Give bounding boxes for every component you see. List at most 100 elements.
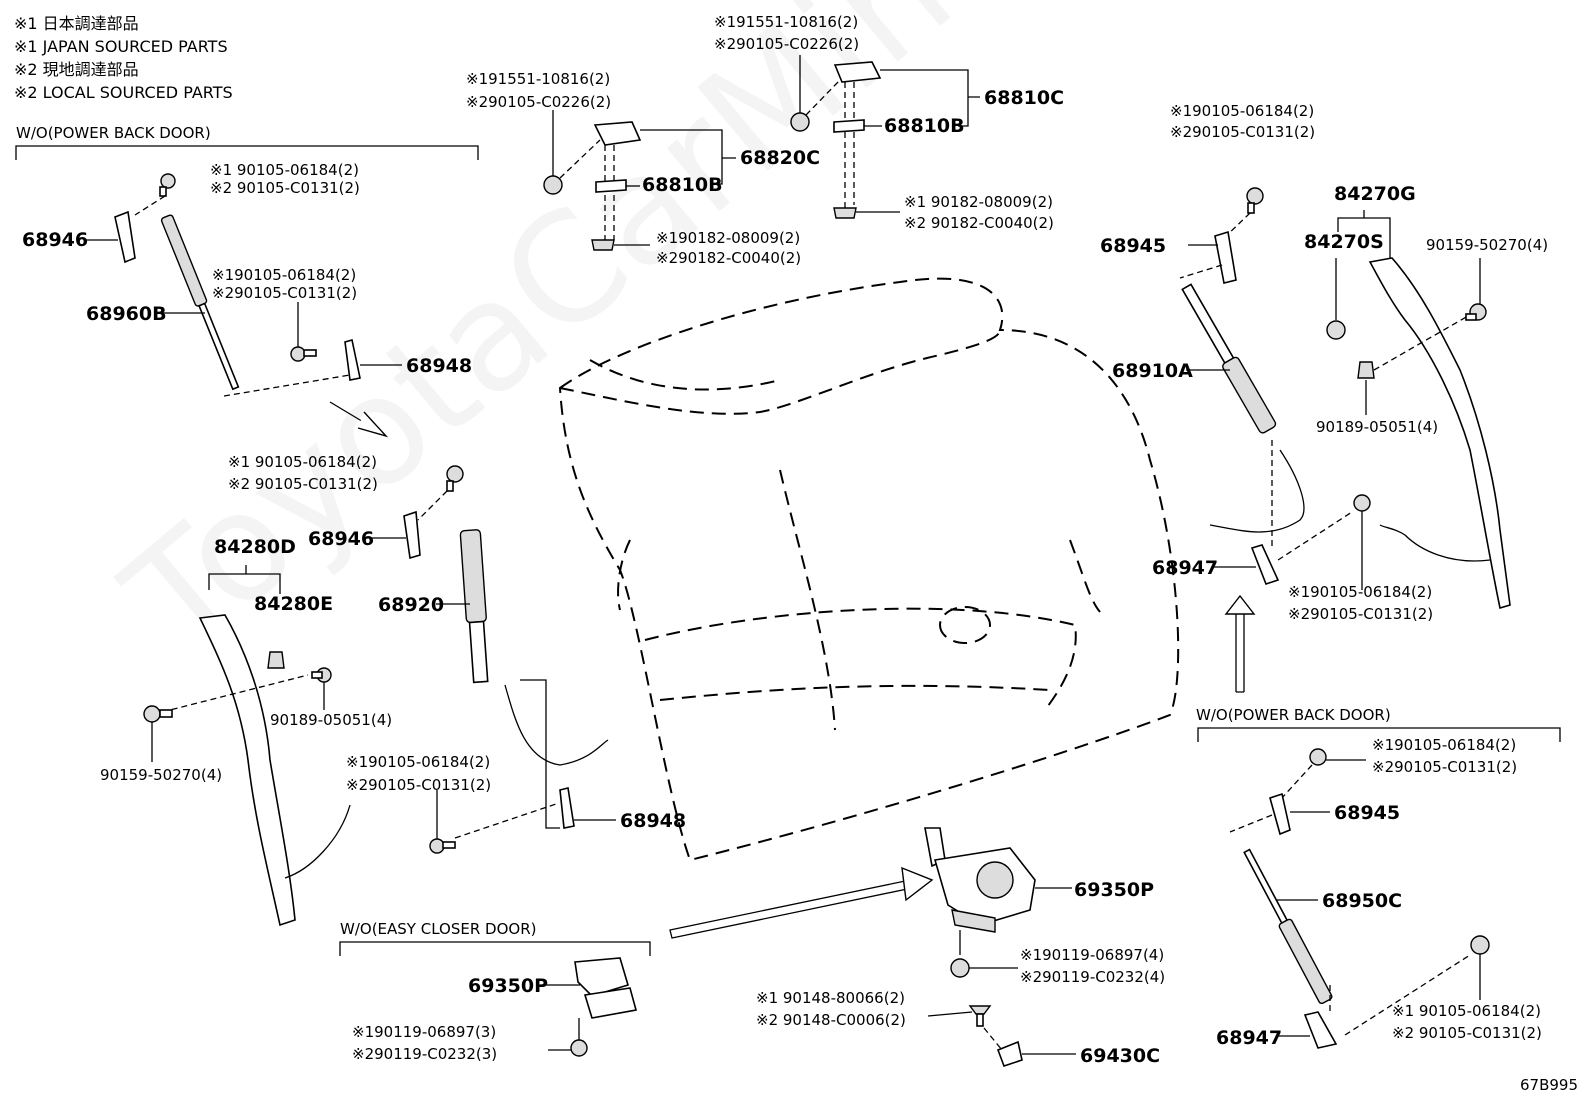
group-69350p-easy: W/O(EASY CLOSER DOOR) 69350P ※190119-068… (339, 920, 651, 1063)
door-lock-icon (574, 957, 638, 1019)
part-69350p-a[interactable]: 69350P (1074, 879, 1154, 901)
power-strut-icon (459, 529, 489, 684)
group-68820c: ※191551-10816(2) ※290105-C0226(2) ※19018… (466, 70, 820, 267)
callout-c12b: ※2 90105-C0131(2) (1392, 1024, 1542, 1042)
arrow-icon (669, 879, 913, 939)
note-japan-jp: ※1 日本調達部品 (14, 14, 139, 33)
bumper-icon (996, 1040, 1023, 1068)
note-local-en: ※2 LOCAL SOURCED PARTS (14, 83, 233, 102)
callout-c6a: ※191551-10816(2) (714, 13, 858, 31)
trim-panel-icon (198, 614, 296, 927)
section-label-no-power-back-door-right: W/O(POWER BACK DOOR) (1196, 706, 1391, 724)
bracket-icon (403, 510, 421, 560)
bracket-icon (1214, 230, 1237, 284)
callout-c8a: ※1 90182-08009(2) (904, 193, 1053, 211)
note-local-jp: ※2 現地調達部品 (14, 60, 139, 79)
gas-strut-icon (160, 214, 240, 391)
part-68945-a[interactable]: 68945 (1100, 235, 1166, 257)
part-84270s[interactable]: 84270S (1304, 231, 1384, 253)
part-68810b-a[interactable]: 68810B (642, 174, 723, 196)
group-68810c: ※191551-10816(2) ※290105-C0226(2) ※1 901… (714, 13, 1064, 232)
part-84280e[interactable]: 84280E (254, 593, 333, 615)
screw-icon (968, 1005, 992, 1027)
bolt-icon (1353, 494, 1371, 512)
bolt-icon (429, 838, 456, 854)
screw-icon (1465, 303, 1487, 321)
arrow-up-icon (1235, 612, 1245, 693)
part-68946-a[interactable]: 68946 (22, 229, 88, 251)
callout-c2b: ※290105-C0131(2) (212, 284, 357, 302)
part-68810b-b[interactable]: 68810B (884, 115, 965, 137)
label-90159-left[interactable]: 90159-50270(4) (100, 766, 222, 784)
part-68947-b[interactable]: 68947 (1216, 1027, 1282, 1049)
callout-c1a: ※1 90105-06184(2) (210, 161, 359, 179)
part-68910a[interactable]: 68910A (1112, 360, 1193, 382)
group-68960b: W/O(POWER BACK DOOR) 68946 68960B 68948 … (15, 124, 479, 438)
bolt-icon (543, 175, 563, 195)
back-door-outline (558, 277, 1180, 862)
section-label-no-easy-closer: W/O(EASY CLOSER DOOR) (340, 920, 536, 938)
callout-c5a: ※191551-10816(2) (466, 70, 610, 88)
callout-c9b: ※290105-C0131(2) (1170, 123, 1315, 141)
part-68948-a[interactable]: 68948 (406, 355, 472, 377)
label-90159-right[interactable]: 90159-50270(4) (1426, 236, 1548, 254)
group-68920: ※1 90105-06184(2) ※2 90105-C0131(2) 6894… (100, 453, 686, 927)
callout-c11b: ※290105-C0131(2) (1372, 758, 1517, 776)
bolt-icon (446, 465, 464, 492)
shim-icon (833, 119, 865, 133)
part-68920[interactable]: 68920 (378, 594, 444, 616)
door-lock-actuator-icon (924, 827, 1036, 933)
section-label-no-power-back-door-left: W/O(POWER BACK DOOR) (16, 124, 211, 142)
label-90189-left[interactable]: 90189-05051(4) (270, 711, 392, 729)
bracket-icon (559, 787, 575, 829)
part-69430c[interactable]: 69430C (1080, 1045, 1160, 1067)
trim-panel-icon (1368, 257, 1511, 610)
callout-c13a: ※190119-06897(4) (1020, 946, 1164, 964)
bracket-icon (1269, 792, 1291, 836)
power-strut-icon (1181, 283, 1277, 434)
group-69350p-main: 69350P ※190119-06897(4) ※290119-C0232(4) (669, 827, 1165, 986)
part-68950c[interactable]: 68950C (1322, 890, 1402, 912)
part-84280d[interactable]: 84280D (214, 536, 296, 558)
part-68945-b[interactable]: 68945 (1334, 802, 1400, 824)
bracket-icon (1303, 1011, 1338, 1049)
nut-icon (591, 239, 615, 251)
note-japan-en: ※1 JAPAN SOURCED PARTS (14, 37, 228, 56)
part-68810c[interactable]: 68810C (984, 87, 1064, 109)
callout-c12a: ※1 90105-06184(2) (1392, 1002, 1541, 1020)
part-68960b[interactable]: 68960B (86, 303, 167, 325)
bolt-icon (159, 173, 176, 197)
bolt-icon (143, 705, 173, 723)
bracket-icon (1250, 544, 1280, 585)
part-84270g[interactable]: 84270G (1334, 183, 1416, 205)
part-68947-a[interactable]: 68947 (1152, 557, 1218, 579)
callout-c6b: ※290105-C0226(2) (714, 35, 859, 53)
part-69350p-b[interactable]: 69350P (468, 975, 548, 997)
label-90189-right[interactable]: 90189-05051(4) (1316, 418, 1438, 436)
bolt-icon (1309, 748, 1327, 766)
part-68948-b[interactable]: 68948 (620, 810, 686, 832)
callout-c15b: ※290119-C0232(3) (352, 1045, 497, 1063)
bolt-icon (1470, 935, 1490, 955)
part-68820c[interactable]: 68820C (740, 147, 820, 169)
bolt-icon (1246, 187, 1264, 214)
callout-c5b: ※290105-C0226(2) (466, 93, 611, 111)
callout-c7b: ※290182-C0040(2) (656, 249, 801, 267)
callout-c14b: ※2 90148-C0006(2) (756, 1011, 906, 1029)
part-68946-b[interactable]: 68946 (308, 528, 374, 550)
callout-c3a: ※1 90105-06184(2) (228, 453, 377, 471)
diagram-id: 67B995 (1520, 1076, 1578, 1094)
clip-icon (267, 651, 285, 669)
callout-c3b: ※2 90105-C0131(2) (228, 475, 378, 493)
hinge-icon (593, 121, 642, 146)
callout-c10a: ※190105-06184(2) (1288, 583, 1432, 601)
nut-icon (833, 207, 857, 219)
group-68910a: ※190105-06184(2) ※290105-C0131(2) 68945 … (1100, 102, 1548, 693)
callout-c14a: ※1 90148-80066(2) (756, 989, 905, 1007)
bolt-icon (290, 346, 317, 362)
callout-c10b: ※290105-C0131(2) (1288, 605, 1433, 623)
callout-c13b: ※290119-C0232(4) (1020, 968, 1165, 986)
sourcing-notes: ※1 日本調達部品 ※1 JAPAN SOURCED PARTS ※2 現地調達… (14, 12, 233, 104)
bolt-icon (950, 958, 970, 978)
callout-c9a: ※190105-06184(2) (1170, 102, 1314, 120)
